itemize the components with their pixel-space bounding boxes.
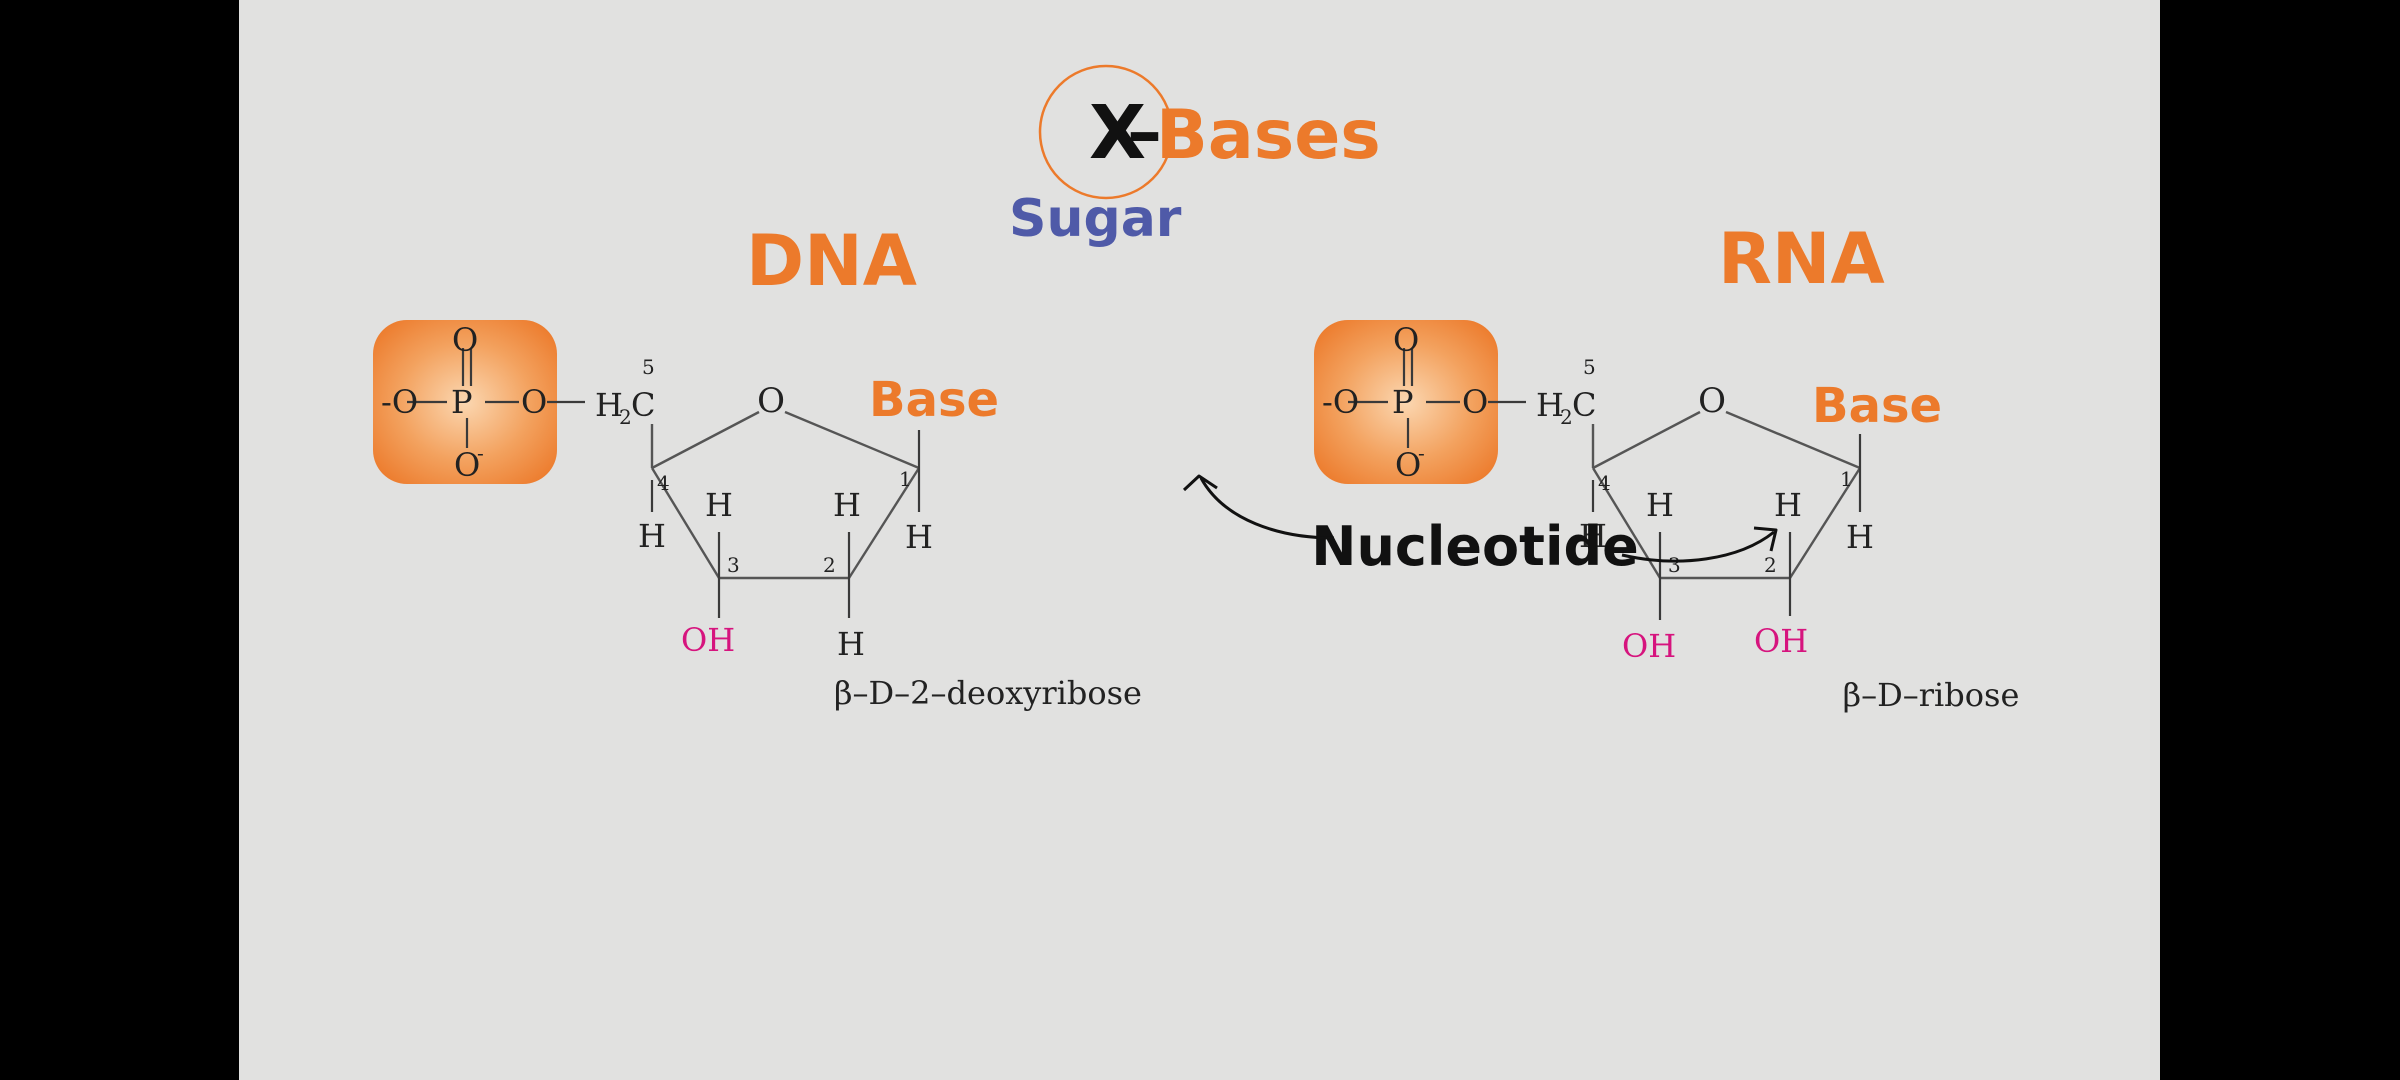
rna-num-3: 3 bbox=[1668, 553, 1681, 577]
dna-base-label: Base bbox=[869, 372, 999, 428]
rna-ring-o: O bbox=[1698, 381, 1726, 421]
dna-num-1: 1 bbox=[899, 467, 912, 491]
x-dash: – bbox=[1127, 91, 1162, 173]
dna-ch2-sub: 2 bbox=[619, 405, 632, 429]
rna-phos-o-right: O bbox=[1462, 383, 1488, 421]
rna-h4: H bbox=[1579, 517, 1607, 555]
rna-h2-up: H bbox=[1774, 486, 1802, 524]
dna-ring-o: O bbox=[757, 381, 785, 421]
dna-oh3: OH bbox=[681, 621, 735, 659]
dna-num-5: 5 bbox=[642, 355, 655, 379]
arrow-to-dna-head bbox=[1182, 474, 1218, 492]
nucleotide-label: Nucleotide bbox=[1311, 515, 1638, 578]
x-label: X bbox=[1089, 90, 1146, 176]
rna-num-2: 2 bbox=[1764, 553, 1777, 577]
dna-sugar-name: β–D–2–deoxyribose bbox=[834, 674, 1142, 712]
dna-phos-p: P bbox=[451, 383, 473, 421]
dna-num-4: 4 bbox=[657, 471, 670, 495]
arrow-to-rna-head bbox=[1753, 526, 1778, 552]
rna-phos-charge: - bbox=[1418, 441, 1425, 465]
rna-h3: H bbox=[1646, 486, 1674, 524]
nucleotide-diagram: X – Bases Sugar DNA RNA O -O P O O - H 2… bbox=[373, 64, 2019, 714]
rna-base-label: Base bbox=[1812, 378, 1942, 434]
rna-ch2-h: H bbox=[1536, 386, 1564, 424]
dna-h2-down: H bbox=[837, 625, 865, 663]
rna-title: RNA bbox=[1718, 218, 1885, 300]
sugar-label: Sugar bbox=[1009, 189, 1182, 249]
rna-phos-o-left: -O bbox=[1322, 383, 1359, 421]
dna-num-3: 3 bbox=[727, 553, 740, 577]
dna-phos-o-right: O bbox=[521, 383, 547, 421]
rna-phos-o-top: O bbox=[1393, 321, 1419, 359]
rna-num-1: 1 bbox=[1840, 467, 1853, 491]
rna-ch2-sub: 2 bbox=[1560, 405, 1573, 429]
arrow-to-rna bbox=[1621, 530, 1775, 563]
dna-phos-o-bottom: O bbox=[454, 446, 480, 484]
dna-phos-charge: - bbox=[477, 441, 484, 465]
rna-structure: O -O P O O - H 2 C 5 O 4 3 2 1 H H OH H … bbox=[1314, 320, 2019, 714]
dna-phos-o-left: -O bbox=[381, 383, 418, 421]
dna-structure: O -O P O O - H 2 C 5 O 4 3 2 1 H H OH H … bbox=[373, 320, 1142, 712]
nucleotide-callout: Nucleotide bbox=[1182, 474, 1778, 578]
dna-ch2-h: H bbox=[595, 386, 623, 424]
header-group: X – Bases Sugar bbox=[1009, 64, 1381, 249]
dna-num-2: 2 bbox=[823, 553, 836, 577]
dna-h1: H bbox=[905, 518, 933, 556]
rna-phos-p: P bbox=[1392, 383, 1414, 421]
dna-phosphate-box bbox=[373, 320, 557, 484]
rna-phos-o-bottom: O bbox=[1395, 446, 1421, 484]
rna-oh2: OH bbox=[1754, 622, 1808, 660]
dna-ch2-c: C bbox=[631, 386, 655, 424]
dna-h3: H bbox=[705, 486, 733, 524]
rna-h1: H bbox=[1846, 518, 1874, 556]
slide-canvas: X – Bases Sugar DNA RNA O -O P O O - H 2… bbox=[239, 0, 2160, 1080]
rna-ch2-c: C bbox=[1572, 386, 1596, 424]
rna-num-5: 5 bbox=[1583, 355, 1596, 379]
bases-label: Bases bbox=[1156, 96, 1381, 175]
rna-phosphate-box bbox=[1314, 320, 1498, 484]
dna-phos-o-top: O bbox=[452, 321, 478, 359]
dna-h2-up: H bbox=[833, 486, 861, 524]
rna-oh3: OH bbox=[1622, 627, 1676, 665]
dna-h4: H bbox=[638, 517, 666, 555]
arrow-to-dna bbox=[1199, 477, 1335, 540]
rna-num-4: 4 bbox=[1598, 471, 1611, 495]
x-highlight-circle bbox=[1038, 64, 1174, 200]
rna-sugar-name: β–D–ribose bbox=[1843, 676, 2020, 714]
dna-title: DNA bbox=[746, 220, 917, 302]
